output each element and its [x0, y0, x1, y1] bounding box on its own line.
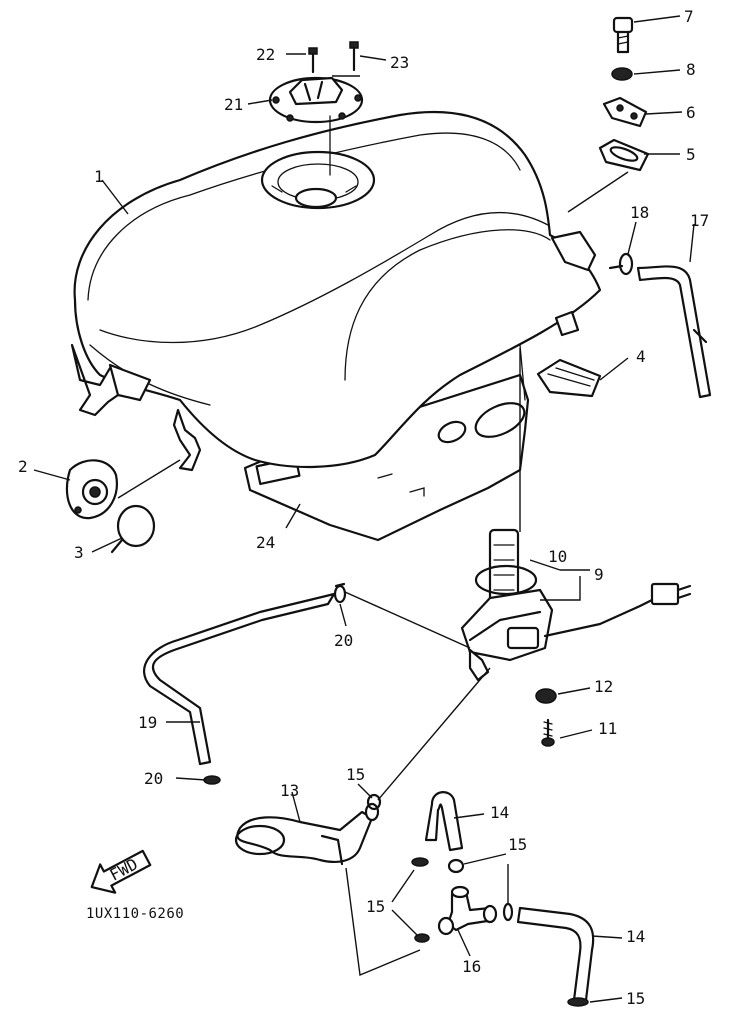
callout-14-upper: 14 — [490, 803, 509, 822]
collar-6 — [602, 96, 648, 128]
bolt-7 — [612, 16, 634, 54]
callout-23: 23 — [390, 53, 409, 72]
callout-2: 2 — [18, 457, 28, 476]
callout-15-d: 15 — [626, 989, 645, 1008]
hose-clip-20-upper — [333, 582, 347, 604]
sensor-connector — [650, 582, 680, 606]
callout-15-c: 15 — [366, 897, 385, 916]
callout-8: 8 — [686, 60, 696, 79]
t-joint-16 — [437, 885, 498, 936]
callout-19: 19 — [138, 713, 157, 732]
callout-6: 6 — [686, 103, 696, 122]
callout-labels: 1 2 3 4 5 6 7 8 9 10 11 12 13 14 14 15 1… — [18, 7, 709, 1008]
breather-hose-17 — [636, 265, 712, 399]
screw-23 — [349, 41, 359, 72]
callout-18: 18 — [630, 203, 649, 222]
cap-2 — [65, 459, 118, 520]
callout-24: 24 — [256, 533, 275, 552]
hose-clip-15-e — [567, 997, 589, 1007]
rear-mount-boss — [550, 230, 597, 272]
hose-clip-15-a — [366, 793, 382, 811]
callout-21: 21 — [224, 95, 243, 114]
tank-body — [73, 110, 602, 469]
callout-13: 13 — [280, 781, 299, 800]
front-bracket-right — [172, 408, 202, 472]
hose-13 — [234, 802, 380, 866]
leader-lines — [33, 15, 695, 1003]
callout-20-lower: 20 — [144, 769, 163, 788]
hose-clip-15-b — [447, 858, 465, 874]
filler-cap — [268, 76, 364, 176]
callout-15-b: 15 — [508, 835, 527, 854]
callout-14-lower: 14 — [626, 927, 645, 946]
fuel-hose-19 — [143, 592, 336, 766]
hose-clip-15-c — [411, 857, 429, 867]
o-ring-3 — [110, 504, 156, 554]
washer-8 — [611, 67, 633, 81]
fuel-cock — [460, 528, 692, 682]
nut-12 — [535, 688, 557, 704]
hose-clip-20-lower — [203, 775, 221, 785]
fuel-tank — [70, 110, 602, 542]
diagram-code: 1UX110-6260 — [86, 906, 184, 922]
bolt-11 — [541, 718, 555, 747]
callout-4: 4 — [636, 347, 646, 366]
callout-11: 11 — [598, 719, 617, 738]
callout-16: 16 — [462, 957, 481, 976]
screw-22 — [308, 47, 318, 74]
hose-14-lower — [516, 906, 595, 1002]
hose-clip-18 — [608, 252, 634, 276]
callout-5: 5 — [686, 145, 696, 164]
damper-4 — [536, 358, 602, 398]
callout-15-a: 15 — [346, 765, 365, 784]
damper-5 — [598, 138, 650, 172]
callout-1: 1 — [94, 167, 104, 186]
callout-17: 17 — [690, 211, 709, 230]
callout-10: 10 — [548, 547, 567, 566]
callout-12: 12 — [594, 677, 613, 696]
callout-7: 7 — [684, 7, 694, 26]
callout-22: 22 — [256, 45, 275, 64]
callout-20-upper: 20 — [334, 631, 353, 650]
callout-3: 3 — [74, 543, 84, 562]
mounting-plate — [243, 373, 530, 542]
callout-9: 9 — [594, 565, 604, 584]
front-direction-arrow: FWD — [90, 849, 152, 894]
hose-14-upper — [424, 791, 464, 852]
